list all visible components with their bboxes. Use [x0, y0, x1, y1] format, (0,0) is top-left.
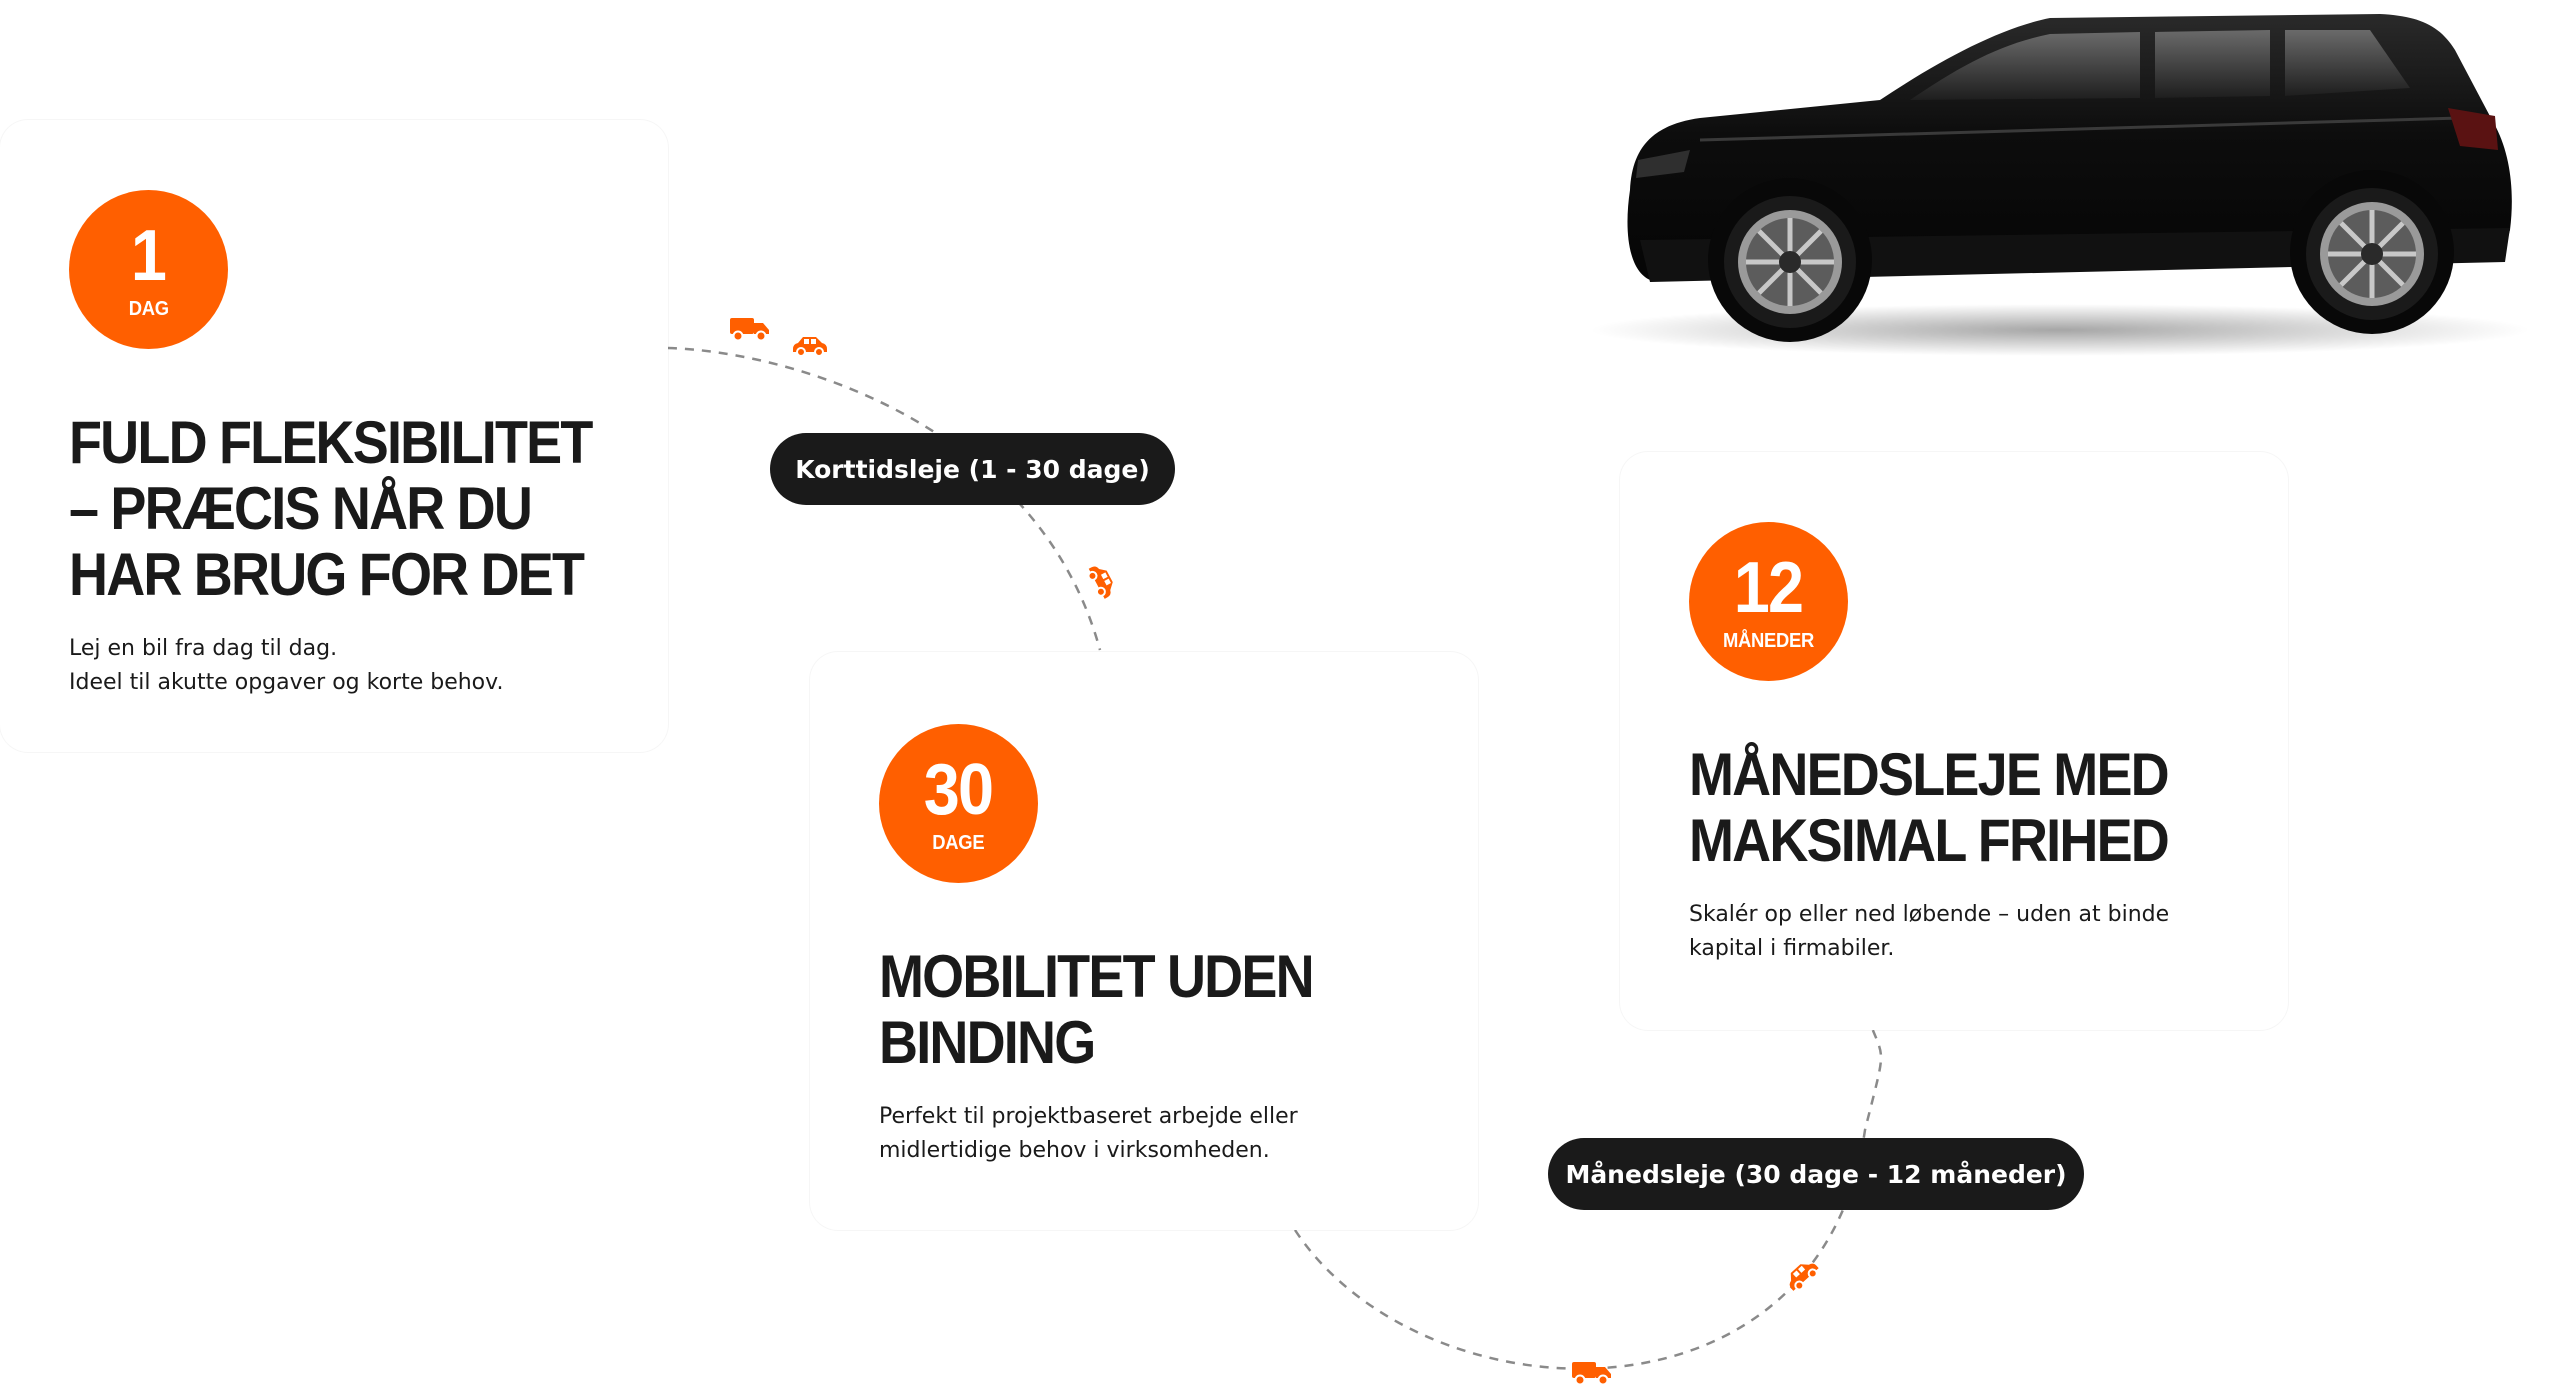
truck-icon	[1572, 1362, 1611, 1386]
route-line-1	[667, 346, 1102, 651]
monthly-rental-pill[interactable]: Månedsleje (30 dage - 12 måneder)	[1548, 1138, 2084, 1210]
card-title: MOBILITET UDEN BINDING	[879, 943, 1315, 1076]
rental-card-12-months: 12 MÅNEDER MÅNEDSLEJE MED MAKSIMAL FRIHE…	[1620, 452, 2288, 1030]
badge-number: 12	[1734, 547, 1804, 628]
badge-unit: MÅNEDER	[1722, 629, 1815, 652]
duration-badge: 1 DAG	[69, 190, 228, 349]
card-description: Perfekt til projektbaseret arbejde eller…	[879, 1104, 1298, 1163]
short-term-rental-pill[interactable]: Korttidsleje (1 - 30 dage)	[770, 433, 1175, 505]
black-suv-car-image	[1590, 14, 2530, 356]
duration-badge: 30 DAGE	[879, 724, 1038, 883]
card-description: Skalér op eller ned løbende – uden at bi…	[1689, 902, 2170, 961]
duration-badge: 12 MÅNEDER	[1689, 522, 1848, 681]
car-icon	[1789, 1263, 1819, 1291]
truck-icon	[730, 318, 769, 342]
card-description: Lej en bil fra dag til dag. Ideel til ak…	[69, 636, 504, 695]
route-line-2	[1293, 1027, 1883, 1370]
card-title: FULD FLEKSIBILITET – PRÆCIS NÅR DU HAR B…	[69, 409, 593, 608]
card-title: MÅNEDSLEJE MED MAKSIMAL FRIHED	[1689, 741, 2170, 874]
rental-card-1-day: 1 DAG FULD FLEKSIBILITET – PRÆCIS NÅR DU…	[0, 120, 668, 752]
badge-number: 1	[131, 215, 167, 296]
badge-number: 30	[924, 749, 994, 830]
badge-unit: DAG	[128, 297, 169, 320]
badge-unit: DAGE	[932, 831, 985, 854]
car-icon	[1087, 566, 1113, 599]
car-icon	[793, 337, 827, 357]
rental-card-30-days: 30 DAGE MOBILITET UDEN BINDING Perfekt t…	[810, 652, 1478, 1230]
